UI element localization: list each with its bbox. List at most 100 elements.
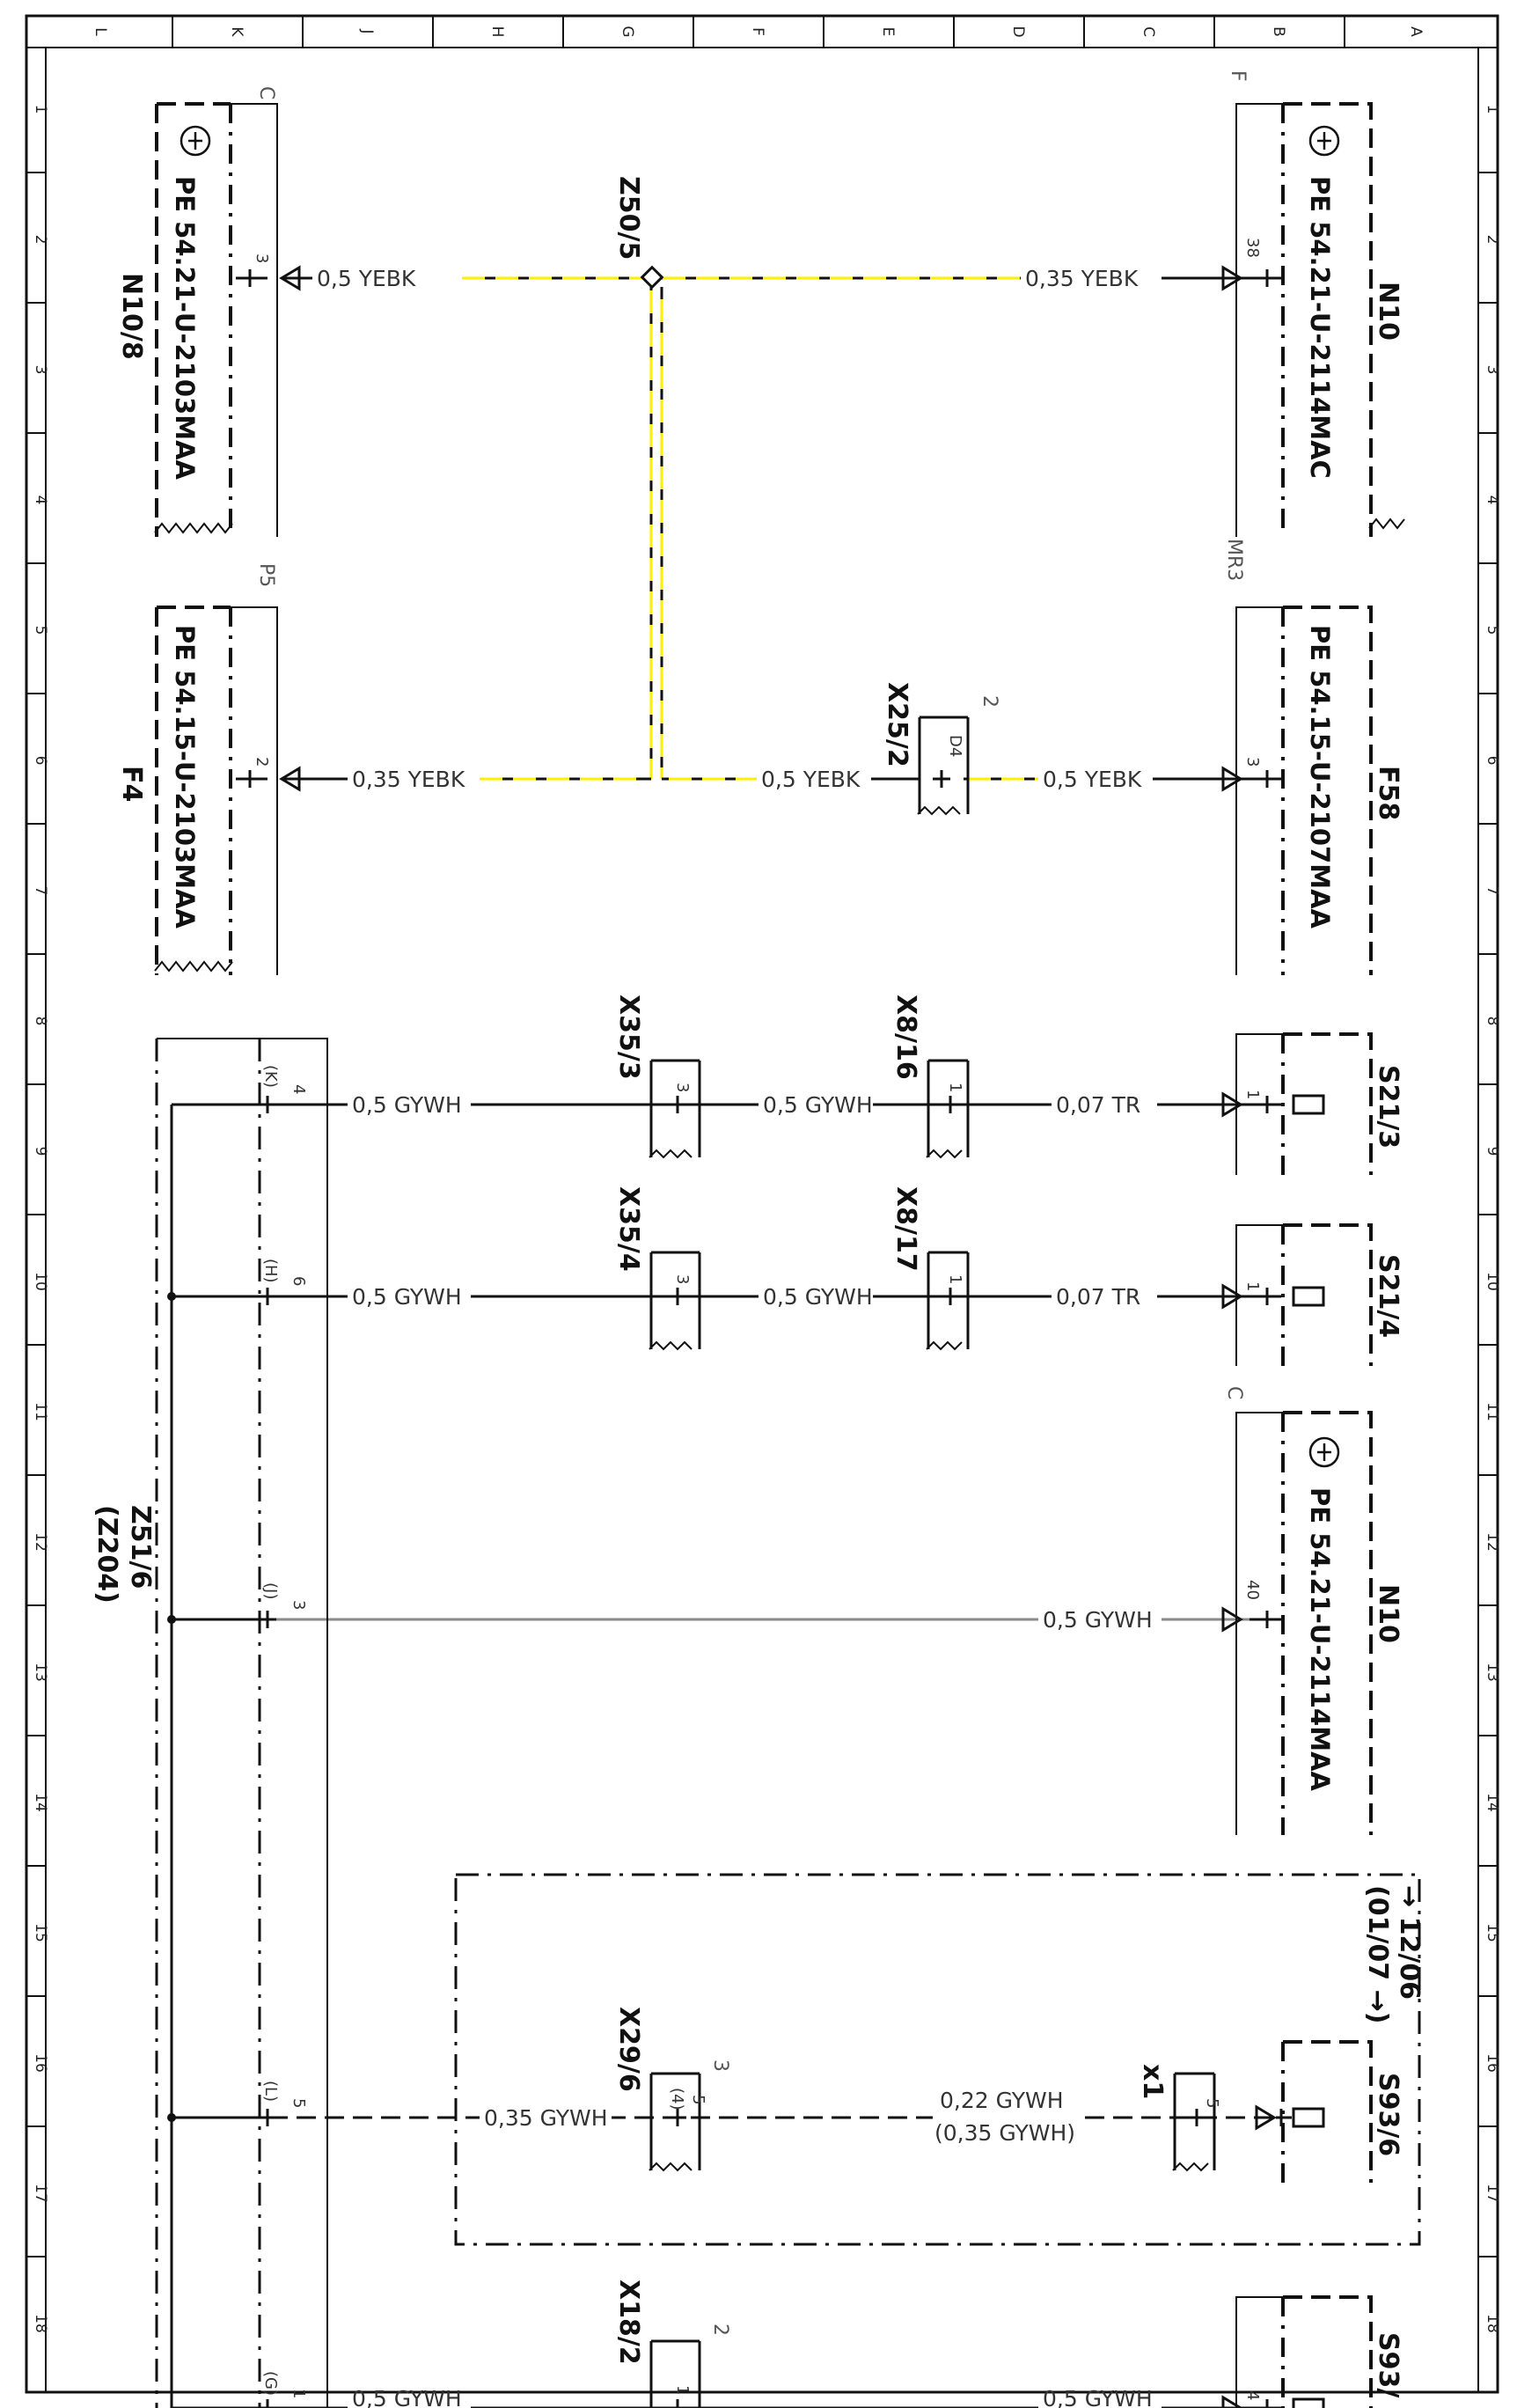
ruler-letter: C — [1140, 26, 1157, 37]
ruler-letter: B — [1270, 26, 1287, 37]
pin-label: 5 — [1203, 2098, 1221, 2108]
wire-label: 0,5 GYWH — [763, 1092, 873, 1118]
date-from: → 12/06 — [1394, 1885, 1425, 2000]
component-ref: N10/8 — [116, 273, 147, 360]
component-ref: F4 — [116, 766, 147, 802]
pin-label: 1 — [1243, 1281, 1262, 1291]
ruler-row-right: 5 — [1484, 626, 1501, 635]
component-z51-6 — [155, 1038, 328, 2408]
wire-label: 0,5 YEBK — [761, 767, 861, 792]
wire-label: (0,35 GYWH) — [934, 2120, 1075, 2146]
ruler-row-right: 18 — [1484, 2314, 1501, 2333]
yellow-wires — [282, 265, 1274, 781]
component-ref: N10 — [1373, 1584, 1403, 1643]
connector-x35-4 — [649, 1251, 701, 1351]
wire-label: 0,5 GYWH — [1043, 2386, 1153, 2408]
connector-x1 — [1172, 2072, 1216, 2172]
junction-dot — [167, 1615, 176, 1624]
wire-label: 0,5 GYWH — [352, 2386, 462, 2408]
ruler-row-right: 2 — [1484, 235, 1501, 245]
pin-letter: (J) — [261, 1582, 280, 1599]
variant-box — [454, 1873, 1421, 2246]
pin-letter: (K) — [261, 1065, 280, 1088]
ruler-letter: D — [1009, 26, 1027, 37]
ruler-row-left: 10 — [32, 1272, 49, 1291]
connector-x35-3 — [649, 1059, 701, 1159]
ruler-row-left: 17 — [32, 2184, 49, 2203]
top-ruler: L K J H G F E D C B A — [92, 16, 1425, 48]
left-terminals — [236, 269, 276, 2408]
ruler-letter: H — [488, 26, 506, 38]
ruler-letter: F — [749, 27, 766, 36]
wire-label: 0,22 GYWH — [940, 2088, 1064, 2113]
wire-label: 0,5 YEBK — [1043, 767, 1142, 792]
connector-ref: X8/16 — [890, 995, 921, 1080]
junction-dot — [167, 2113, 176, 2122]
wire-label: 0,5 GYWH — [763, 1284, 873, 1310]
junction-dot — [167, 1292, 176, 1301]
ruler-row-right: 16 — [1484, 2053, 1501, 2073]
ruler-row-right: 9 — [1484, 1147, 1501, 1156]
component-n10-mid — [1235, 1411, 1373, 1835]
connector-x8-16 — [926, 1059, 970, 1159]
ruler-row-right: 15 — [1484, 1923, 1501, 1942]
wire-label: 0,35 GYWH — [484, 2105, 608, 2131]
pin-label: 4 — [1243, 2390, 1262, 2400]
pin-letter: (H) — [261, 1259, 280, 1283]
pin-letter: (G) — [261, 2371, 280, 2396]
grid-ref: MR3 — [1223, 539, 1245, 581]
ruler-row-left: 11 — [32, 1402, 49, 1421]
grid-ref: C — [255, 86, 277, 99]
wire-label: 0,5 GYWH — [352, 1284, 462, 1310]
component-s93-bottom — [1235, 2295, 1373, 2408]
pin-alt: (4) — [668, 2088, 686, 2111]
ruler-row-right: 3 — [1484, 365, 1501, 375]
pin-top: 2 — [709, 2324, 731, 2336]
connector-ref: X18/2 — [613, 2280, 644, 2365]
transistor-icon — [180, 125, 211, 157]
component-ref: N10 — [1373, 282, 1403, 341]
connector-x29-6 — [649, 2072, 701, 2172]
component-s21-4 — [1235, 1223, 1373, 1366]
ruler-row-right: 10 — [1484, 1272, 1501, 1291]
wire-label: 0,5 GYWH — [352, 1092, 462, 1118]
ruler-row-right: 4 — [1484, 496, 1501, 505]
z51-pin-row10: (H) 6 — [261, 1259, 308, 1286]
ruler-row-right: 6 — [1484, 756, 1501, 766]
connector-ref: X8/17 — [890, 1186, 921, 1272]
wire-label: 0,35 YEBK — [1025, 266, 1139, 291]
ruler-row-left: 15 — [32, 1923, 49, 1942]
component-ref: S93/ — [1373, 2332, 1403, 2397]
pin-number: 6 — [289, 1276, 308, 1286]
ruler-row-left: 7 — [32, 886, 49, 896]
right-terminals — [1250, 269, 1292, 2408]
component-ref: S21/4 — [1373, 1254, 1403, 1338]
ruler-row-right: 12 — [1484, 1532, 1501, 1552]
ruler-row-left: 6 — [32, 756, 49, 766]
wire-label: 0,35 YEBK — [352, 767, 465, 792]
connector-ref: X29/6 — [613, 2007, 644, 2092]
transistor-icon — [1308, 1436, 1340, 1468]
pin-label: 1 — [946, 1274, 964, 1284]
ruler-row-left: 14 — [32, 1793, 49, 1812]
pin-label: 2 — [253, 757, 271, 767]
pin-label: 1 — [1243, 1090, 1262, 1099]
ruler-row-left: 9 — [32, 1147, 49, 1156]
component-s93-6 — [1281, 2040, 1373, 2183]
z51-pin-row18: (G) 1 — [261, 2371, 308, 2398]
component-ref: F58 — [1373, 766, 1403, 820]
ruler-row-left: 8 — [32, 1017, 49, 1026]
pe-ref: PE 54.21-U-2103MAA — [170, 176, 200, 481]
pin-number: 5 — [289, 2098, 308, 2108]
pin-label: 40 — [1243, 1580, 1262, 1600]
ruler-row-left: 2 — [32, 235, 49, 245]
ruler-letter: J — [358, 28, 376, 33]
component-ref: Z51/6 — [125, 1505, 156, 1589]
date-to: (01/07 →) — [1362, 1885, 1393, 2023]
z51-pin-row16: (L) 5 — [261, 2081, 308, 2108]
splice-node — [640, 265, 664, 290]
ruler-row-left: 5 — [32, 626, 49, 635]
connector-ref: x1 — [1137, 2064, 1168, 2099]
ruler-letter: E — [879, 27, 897, 37]
